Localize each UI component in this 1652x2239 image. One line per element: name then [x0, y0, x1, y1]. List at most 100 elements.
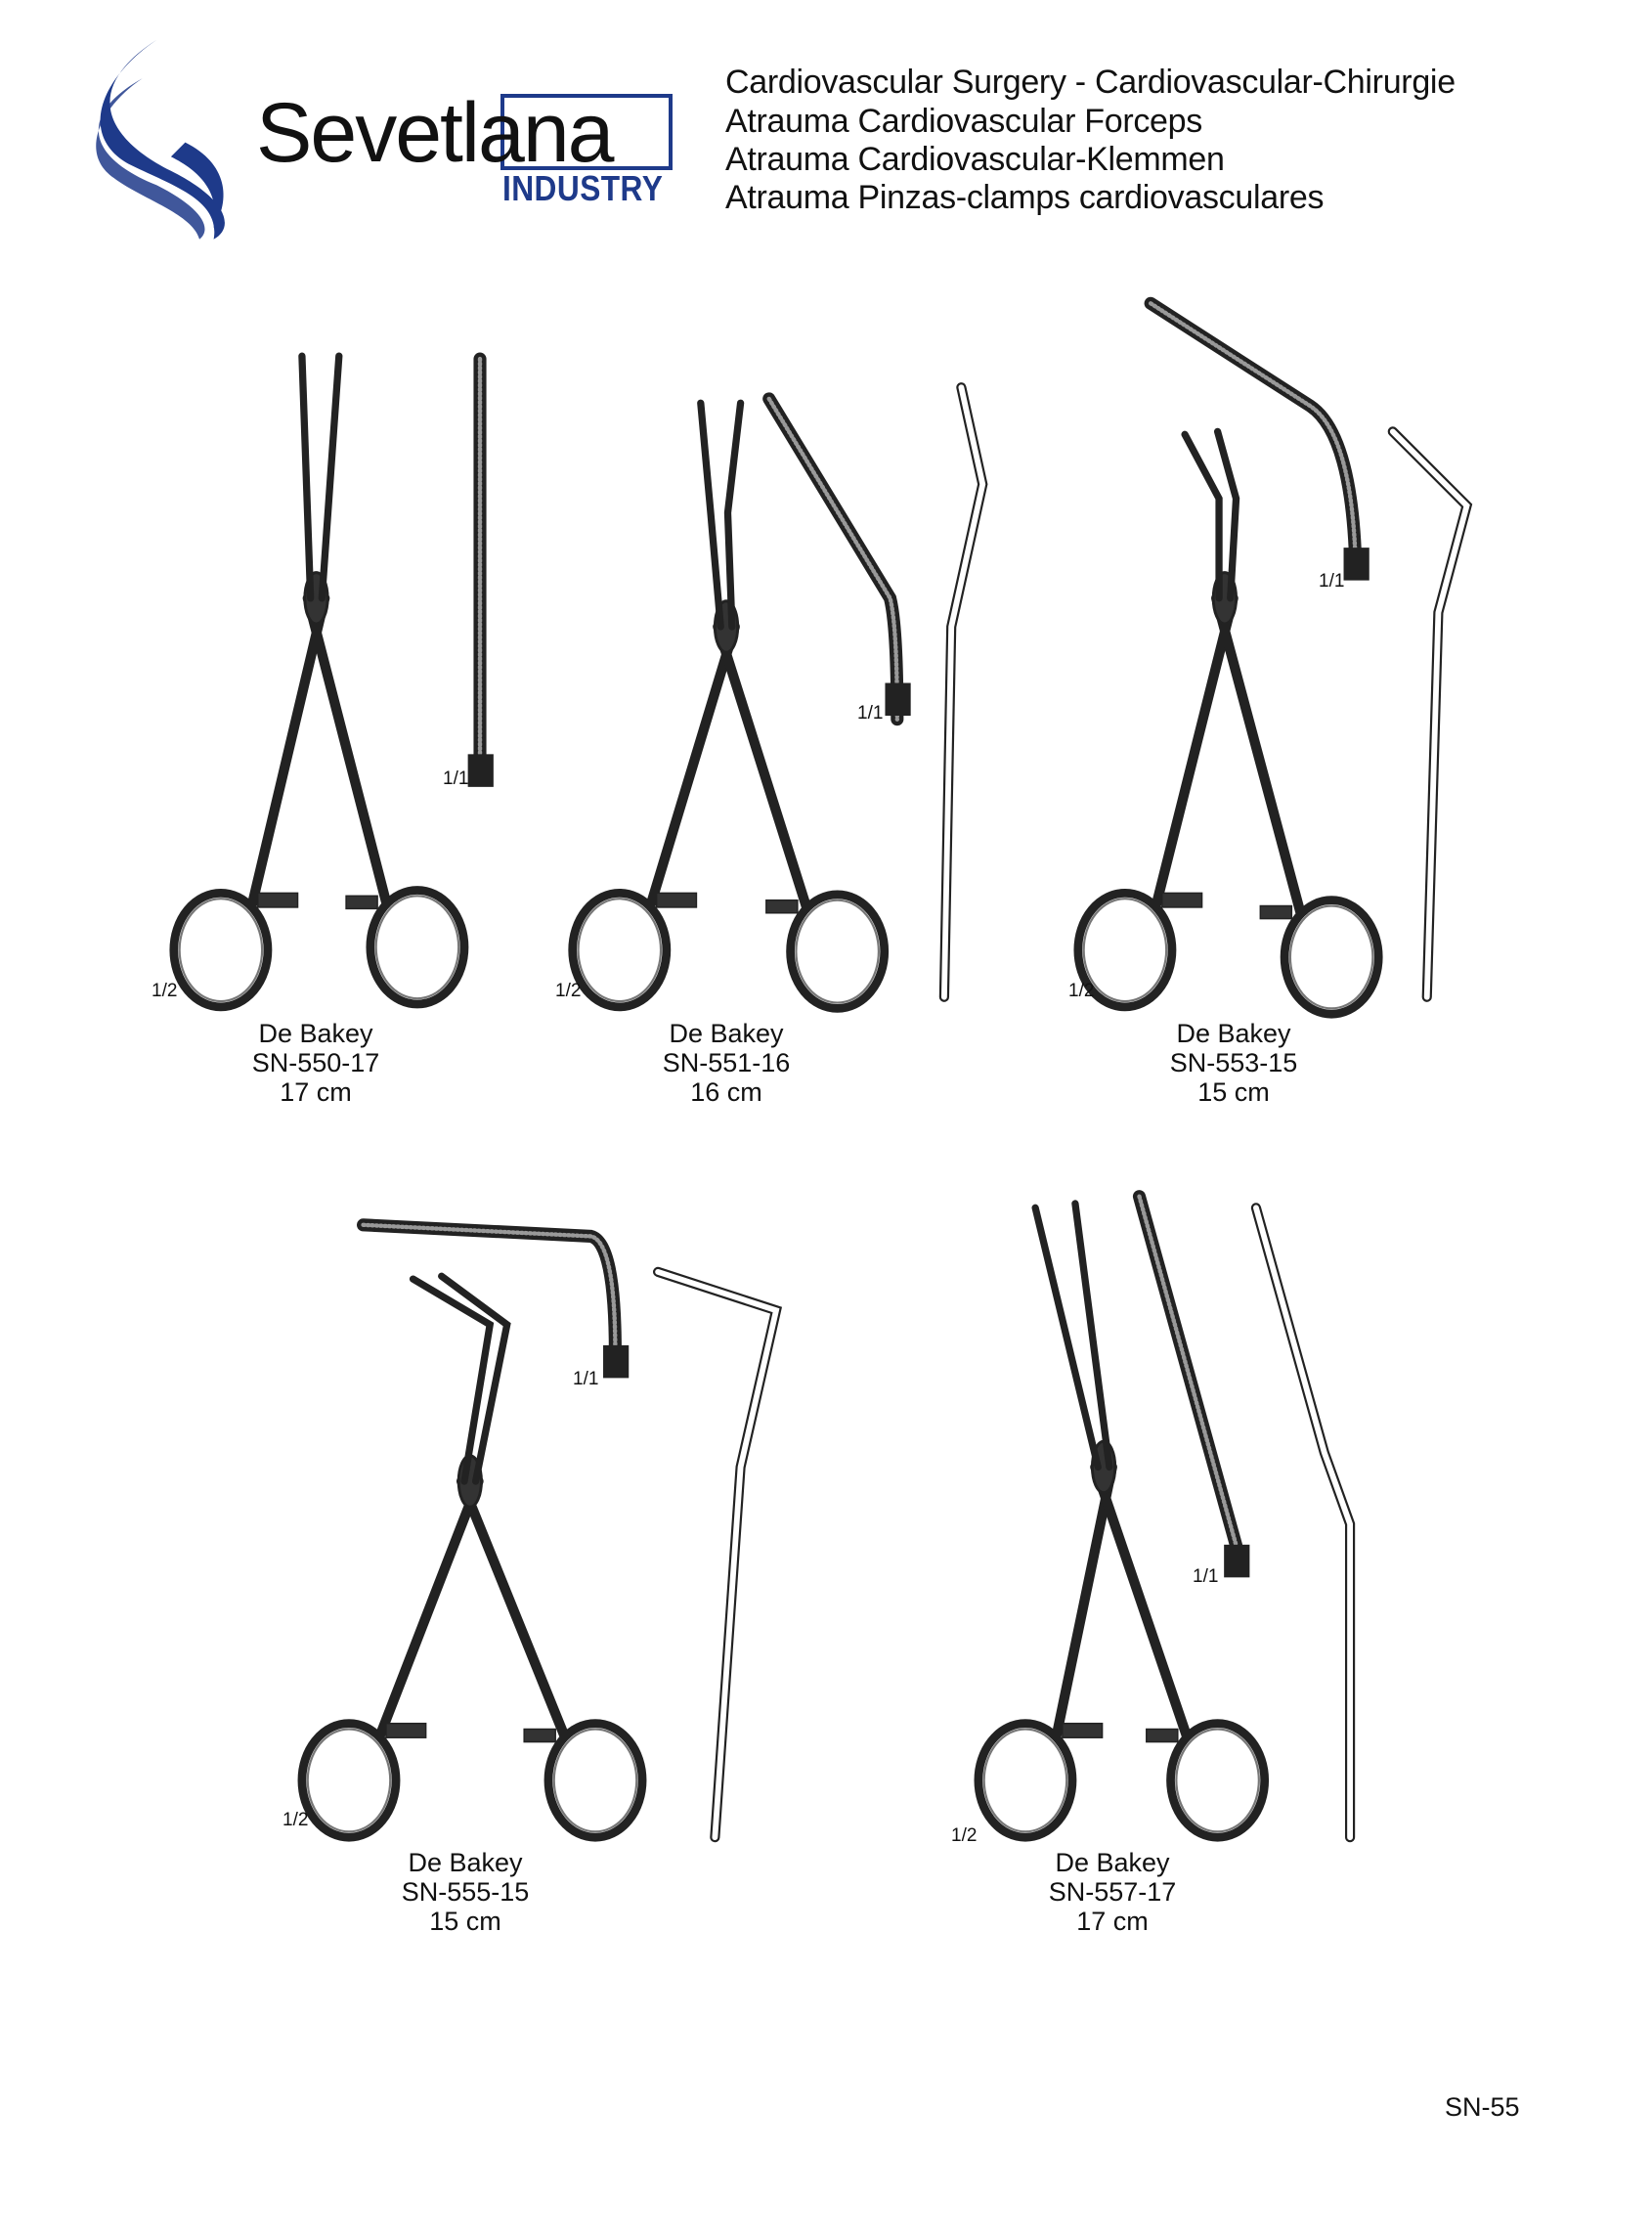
product-name: De Bakey — [1055, 1848, 1170, 1877]
jaw-serration — [361, 1222, 618, 1356]
product-name: De Bakey — [408, 1848, 523, 1877]
finger-ring-inner — [982, 1728, 1068, 1833]
shank — [1211, 593, 1306, 917]
scale-label: 1/2 — [951, 1825, 978, 1846]
jaw-detail-base — [1343, 548, 1369, 581]
product-caption: De Bakey SN-550-17 17 cm — [169, 1019, 462, 1107]
jaw-serration — [1137, 1194, 1239, 1548]
jaw-detail-base — [467, 754, 494, 787]
jaw-serration — [766, 396, 900, 722]
brand-name-box — [500, 94, 673, 170]
side-profile — [653, 1266, 783, 1843]
jaw-detail — [762, 392, 904, 726]
jaw-detail-base — [1224, 1544, 1250, 1578]
header-title-line: Atrauma Cardiovascular-Klemmen — [725, 141, 1225, 178]
scale-label: 1/1 — [857, 703, 884, 724]
product-caption: De Bakey SN-553-15 15 cm — [1087, 1019, 1380, 1107]
shank — [645, 621, 740, 910]
jaw — [1071, 1200, 1113, 1471]
scale-label: 1/2 — [283, 1810, 309, 1830]
finger-ring-inner — [1175, 1728, 1260, 1833]
shank — [1151, 593, 1239, 910]
jaw — [723, 399, 745, 631]
ratchet — [1161, 892, 1203, 908]
finger-ring-inner — [1082, 898, 1168, 1003]
jaw — [697, 399, 724, 631]
finger-ring — [1073, 889, 1177, 1012]
finger-ring — [366, 886, 469, 1009]
product-caption: De Bakey SN-555-15 15 cm — [319, 1848, 612, 1936]
finger-ring — [169, 889, 273, 1012]
page-number: SN-55 — [1445, 2092, 1520, 2122]
product-code: SN-553-15 — [1169, 1048, 1298, 1077]
scale-label: 1/2 — [555, 981, 582, 1001]
jaw — [298, 352, 315, 602]
finger-ring — [543, 1719, 647, 1842]
jaw — [1031, 1204, 1102, 1471]
finger-ring-inner — [795, 899, 880, 1004]
ratchet — [765, 899, 799, 914]
finger-ring-inner — [1288, 904, 1374, 1010]
side-profile — [1250, 1203, 1356, 1843]
ratchet — [1146, 1728, 1179, 1743]
product-size: 17 cm — [280, 1077, 352, 1107]
product-caption: De Bakey SN-557-17 17 cm — [966, 1848, 1259, 1936]
finger-ring — [1280, 896, 1383, 1019]
product-code: SN-555-15 — [401, 1877, 530, 1907]
shank — [713, 621, 811, 911]
finger-ring — [1166, 1719, 1270, 1842]
product-size: 15 cm — [429, 1907, 501, 1936]
ratchet — [1062, 1722, 1104, 1738]
forceps-illustration — [169, 352, 494, 1012]
brand-swoosh-logo — [96, 39, 225, 240]
scale-label: 1/2 — [152, 981, 178, 1001]
finger-ring-inner — [178, 898, 264, 1003]
product-name: De Bakey — [258, 1019, 373, 1048]
ratchet — [655, 892, 698, 908]
forceps-illustration — [297, 1218, 783, 1843]
side-profile-inner — [1389, 428, 1470, 1000]
jaw — [1213, 427, 1240, 602]
scale-label: 1/1 — [443, 768, 469, 789]
finger-ring-inner — [306, 1728, 392, 1833]
finger-ring — [297, 1719, 401, 1842]
product-size: 15 cm — [1197, 1077, 1270, 1107]
jaw-detail-base — [603, 1344, 630, 1379]
finger-ring — [974, 1719, 1077, 1842]
jaw — [318, 352, 343, 602]
shank — [246, 593, 330, 910]
product-size: 17 cm — [1076, 1907, 1149, 1936]
product-size: 16 cm — [690, 1077, 762, 1107]
shank — [302, 593, 391, 907]
shank — [374, 1475, 484, 1740]
header-title-line: Atrauma Cardiovascular Forceps — [725, 103, 1202, 140]
forceps-illustration — [568, 382, 988, 1013]
ratchet — [523, 1728, 556, 1743]
finger-ring-inner — [374, 895, 460, 1000]
brand-subtitle: INDUSTRY — [502, 168, 664, 208]
header-title-line: Cardiovascular Surgery - Cardiovascular-… — [725, 64, 1456, 101]
shank — [1051, 1462, 1117, 1740]
jaw — [1181, 430, 1223, 602]
side-profile-inner — [940, 384, 986, 1000]
header-title-line: Atrauma Pinzas-clamps cardiovasculares — [725, 179, 1325, 216]
finger-ring-inner — [552, 1728, 638, 1833]
scale-label: 1/2 — [1068, 981, 1095, 1001]
product-code: SN-551-16 — [662, 1048, 791, 1077]
scale-label: 1/1 — [1193, 1566, 1219, 1587]
product-name: De Bakey — [669, 1019, 784, 1048]
finger-ring — [786, 890, 890, 1013]
product-code: SN-557-17 — [1048, 1877, 1177, 1907]
shank — [1090, 1462, 1192, 1740]
product-code: SN-550-17 — [251, 1048, 380, 1077]
ratchet — [345, 895, 378, 910]
side-profile-inner — [655, 1268, 780, 1841]
ratchet — [257, 892, 299, 908]
forceps-illustration — [974, 1190, 1356, 1843]
jaw — [409, 1275, 495, 1485]
scale-label: 1/1 — [1319, 571, 1345, 592]
product-name: De Bakey — [1176, 1019, 1291, 1048]
jaw — [438, 1272, 511, 1485]
